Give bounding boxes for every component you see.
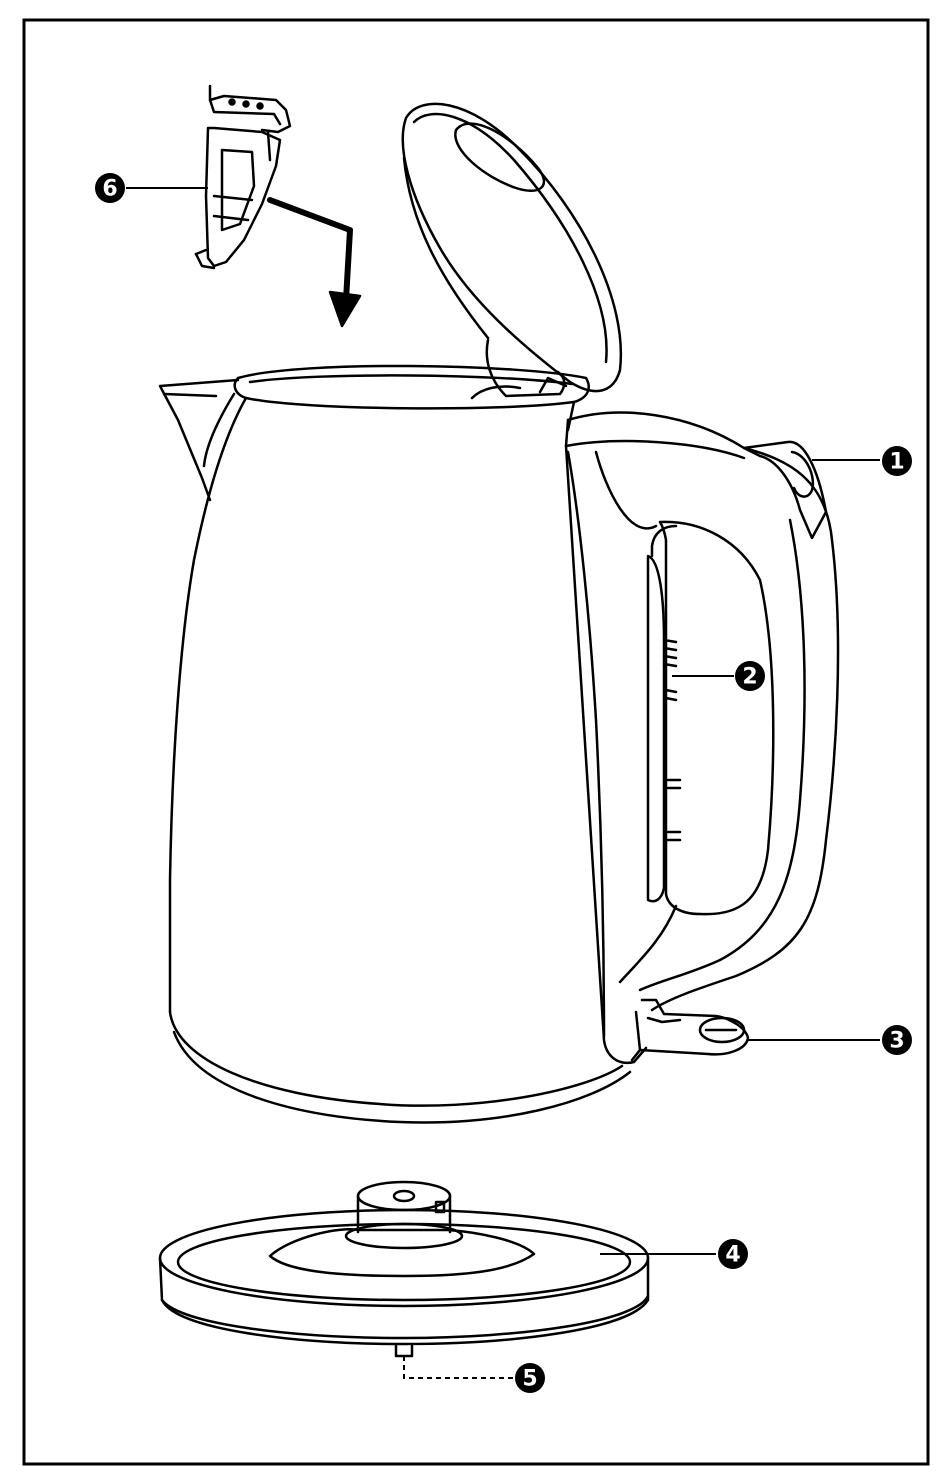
callout-label: 3 [889,1029,904,1054]
leader-line-5 [404,1356,514,1378]
callout-label: 5 [522,1367,537,1392]
callout-label: 2 [742,665,757,690]
callout-label: 4 [725,1243,740,1268]
handle [566,413,838,1063]
diagram-frame [24,20,928,1464]
callout-label: 1 [889,450,904,475]
callout-5: 5 [515,1363,545,1393]
leader-lines [126,188,880,1378]
callout-2: 2 [735,661,765,691]
insert-arrow [270,200,360,326]
power-base [160,1182,648,1356]
callout-6: 6 [95,173,125,203]
limescale-filter [196,86,290,268]
open-lid [403,104,621,398]
kettle-body [160,366,630,1123]
callout-4: 4 [718,1239,748,1269]
callout-3: 3 [882,1025,912,1055]
callout-1: 1 [882,446,912,476]
callout-label: 6 [102,177,117,202]
